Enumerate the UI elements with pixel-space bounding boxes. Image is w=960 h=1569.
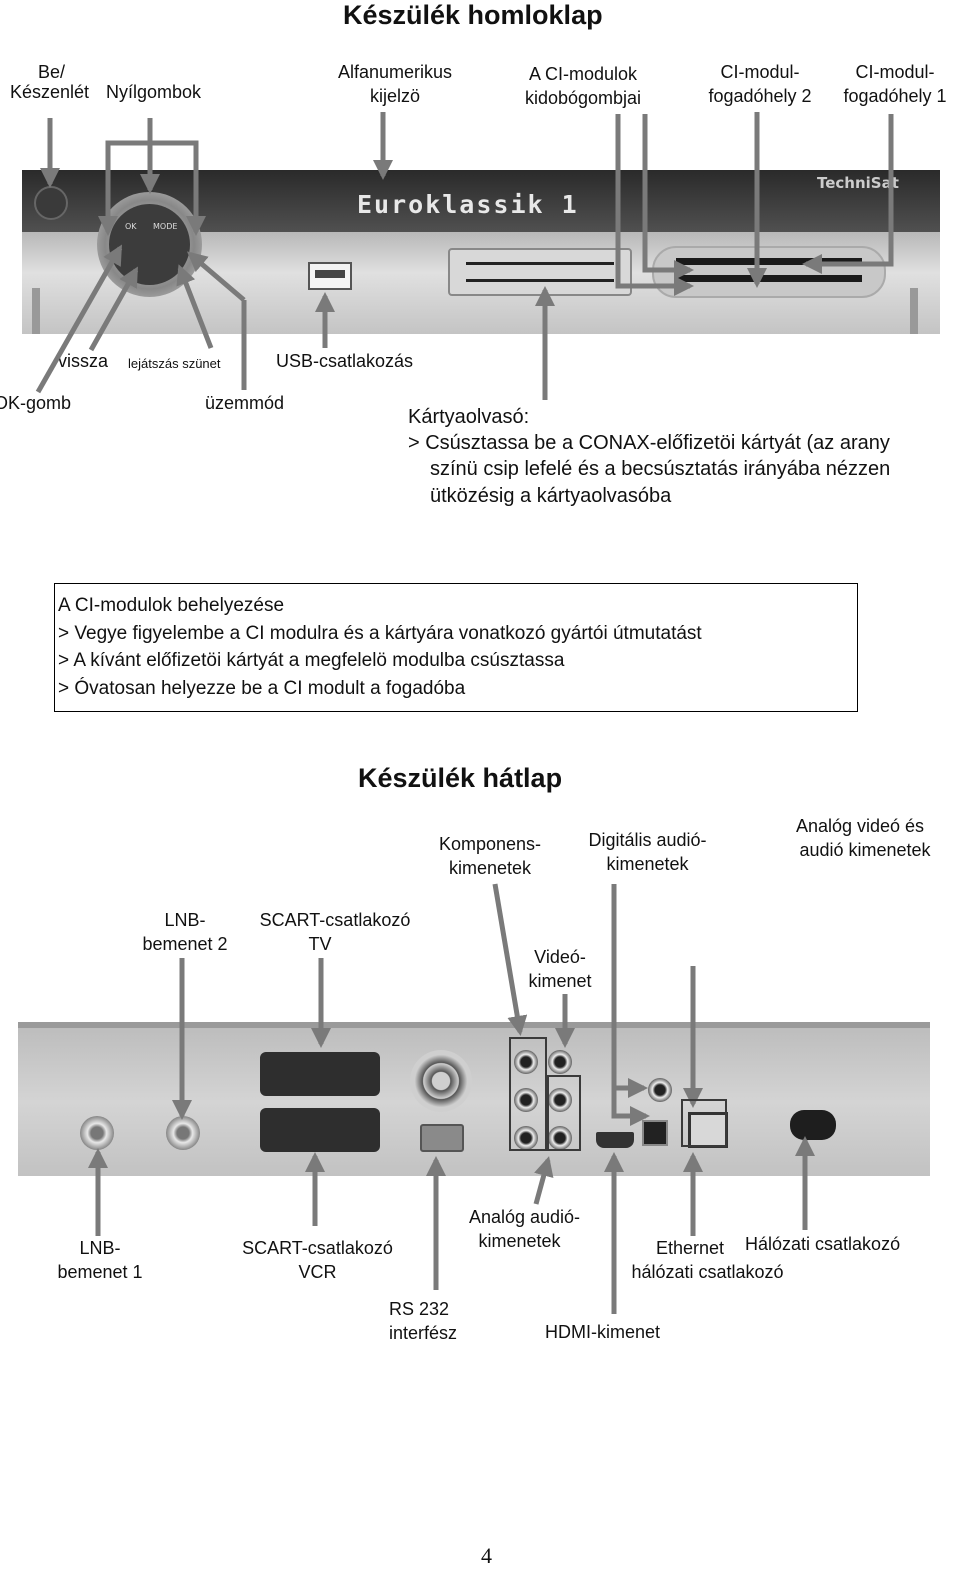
label-rs232-2: interfész <box>389 1323 458 1343</box>
label-analog-audio-1: Analóg audió- <box>468 1207 581 1227</box>
label-back: vissza <box>58 351 109 371</box>
label-slot2-1: CI-modul- <box>720 62 800 82</box>
label-ok: OK-gomb <box>0 393 72 413</box>
ci-module-note-box: A CI-modulok behelyezése > Vegye figyele… <box>54 583 858 712</box>
rca-connector-block <box>510 1046 576 1156</box>
fan-grille-icon <box>410 1050 472 1112</box>
label-rs232-1: RS 232 <box>389 1299 450 1319</box>
note-line-3: > A kívánt előfizetöi kártyát a megfelel… <box>58 650 565 671</box>
scart-tv-connector-icon <box>260 1052 380 1096</box>
rear-title: Készülék hátlap <box>358 763 563 793</box>
label-video-out-2: kimenet <box>528 971 592 991</box>
page-number: 4 <box>481 1543 492 1568</box>
arrow-eject-2 <box>642 114 694 280</box>
arrow-ok <box>35 244 123 394</box>
digital-coax-connector-icon <box>648 1078 672 1102</box>
label-mode: üzemmód <box>205 393 285 413</box>
label-eject-1: A CI-modulok <box>528 64 638 84</box>
brand-logo: TechniSat <box>817 174 899 192</box>
label-usb: USB-csatlakozás <box>276 351 414 371</box>
arrow-digital-coax <box>611 884 648 1098</box>
label-ethernet-1: Ethernet <box>655 1238 725 1258</box>
label-power-socket: Hálózati csatlakozó <box>745 1234 901 1254</box>
device-display-text: Euroklassik 1 <box>357 190 579 219</box>
frame-component <box>509 1037 547 1151</box>
frame-analog-audio <box>547 1075 581 1151</box>
label-component-2: kimenetek <box>448 858 532 878</box>
label-scart-vcr-2: VCR <box>298 1262 337 1282</box>
label-lnb2-1: LNB- <box>164 910 206 930</box>
mode-key-label: MODE <box>153 222 178 231</box>
rs232-connector-icon <box>420 1124 464 1152</box>
label-slot2-2: fogadóhely 2 <box>708 86 812 106</box>
nav-cluster: OK MODE <box>97 192 202 297</box>
label-hdmi: HDMI-kimenet <box>545 1322 661 1342</box>
label-slot1-2: fogadóhely 1 <box>843 86 947 106</box>
label-power-2: Készenlét <box>10 82 90 102</box>
label-eject-2: kidobógombjai <box>524 88 642 108</box>
card-reader-line-1: > Csúsztassa be a CONAX-előfizetöi kárty… <box>408 432 890 454</box>
label-digital-audio-1: Digitális audió- <box>588 830 707 850</box>
front-title: Készülék homloklap <box>343 0 603 30</box>
label-display-1: Alfanumerikus <box>337 62 453 82</box>
label-display-2: kijelzö <box>369 86 421 106</box>
rear-panel-photo <box>18 1022 930 1176</box>
label-ethernet-2: hálózati csatlakozó <box>631 1262 784 1282</box>
label-video-out-1: Videó- <box>534 947 586 967</box>
label-scart-tv-2: TV <box>308 934 332 954</box>
arrow-playpause <box>176 264 214 349</box>
label-power-1: Be/ <box>38 62 66 82</box>
arrow-slot1 <box>802 114 894 274</box>
arrow-optical <box>611 1088 650 1126</box>
note-line-1: A CI-modulok behelyezése <box>58 595 285 616</box>
label-analog-audio-2: kimenetek <box>478 1231 561 1251</box>
card-reader-heading: Kártyaolvasó: <box>408 406 530 428</box>
arrow-component <box>492 883 528 1036</box>
scart-vcr-connector-icon <box>260 1108 380 1152</box>
label-analog-av-1: Analóg videó és <box>795 816 925 836</box>
arrow-analog-audio <box>533 1156 554 1205</box>
note-line-4: > Óvatosan helyezze be a CI modult a fog… <box>58 677 466 699</box>
usb-port-icon <box>308 262 352 290</box>
lnb2-connector-icon <box>166 1116 200 1150</box>
label-playpause: lejátszás szünet <box>128 356 221 371</box>
arrow-eject-1 <box>615 114 694 296</box>
hdmi-connector-icon <box>596 1132 634 1148</box>
label-component-1: Komponens- <box>438 834 542 854</box>
label-digital-audio-2: kimenetek <box>606 854 689 874</box>
label-analog-av-2: audió kimenetek <box>799 840 931 860</box>
frame-ethernet <box>681 1099 727 1147</box>
card-reader-line-2: színü csip lefelé és a becsúsztatás irán… <box>430 458 891 480</box>
label-scart-vcr-1: SCART-csatlakozó <box>242 1238 393 1258</box>
power-socket-icon <box>790 1110 836 1140</box>
label-lnb1-1: LNB- <box>79 1238 121 1258</box>
ok-key-label: OK <box>125 222 137 231</box>
label-slot1-1: CI-modul- <box>855 62 935 82</box>
arrow-back <box>88 266 139 352</box>
card-reader-line-3: ütközésig a kártyaolvasóba <box>430 485 672 507</box>
front-panel-photo: OK MODE Euroklassik 1 TechniSat <box>22 170 940 334</box>
label-lnb1-2: bemenet 1 <box>57 1262 143 1282</box>
note-line-2: > Vegye figyelembe a CI modulra és a kár… <box>58 622 702 644</box>
label-arrows: Nyílgombok <box>106 82 202 102</box>
lnb1-connector-icon <box>80 1116 114 1150</box>
label-scart-tv-1: SCART-csatlakozó <box>259 910 411 930</box>
label-lnb2-2: bemenet 2 <box>142 934 228 954</box>
